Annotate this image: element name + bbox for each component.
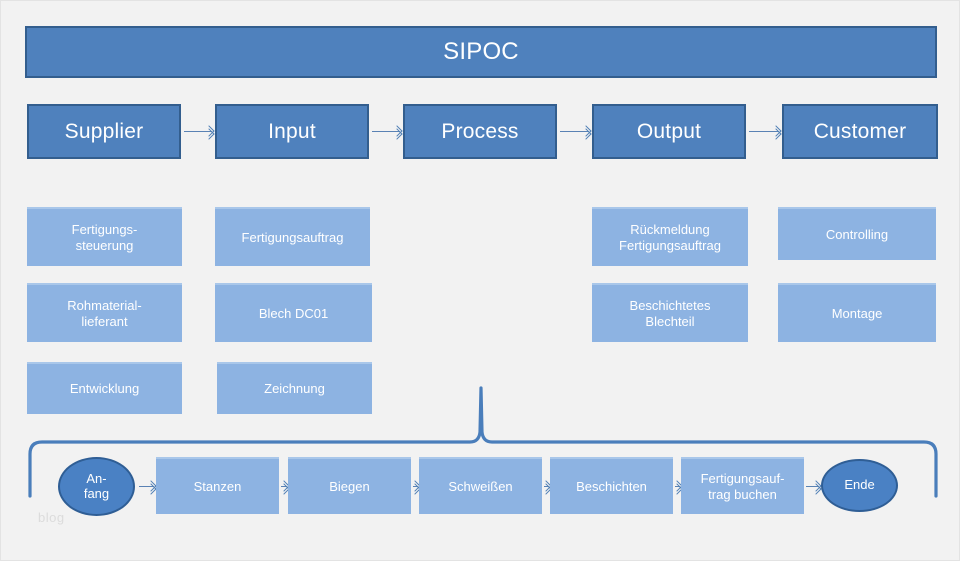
arrow-step5-to-end [806, 486, 819, 487]
flow-step-1[interactable]: Stanzen [156, 457, 279, 514]
input-item-1-label: Fertigungsauftrag [241, 229, 344, 245]
input-item-1[interactable]: Fertigungsauftrag [215, 207, 370, 266]
flow-step-4-label: Beschichten [576, 478, 647, 494]
flow-step-4[interactable]: Beschichten [550, 457, 673, 514]
supplier-item-3-label: Entwicklung [69, 381, 140, 397]
flow-end-label: Ende [844, 477, 875, 493]
arrow-output-to-customer [749, 131, 779, 132]
customer-item-2-label: Montage [831, 305, 883, 321]
customer-item-1[interactable]: Controlling [778, 207, 936, 260]
arrow-start-to-step1 [139, 486, 154, 487]
input-item-3[interactable]: Zeichnung [217, 362, 372, 414]
header-input[interactable]: Input [215, 104, 369, 159]
supplier-item-1-label: Fertigungs-steuerung [71, 222, 138, 253]
arrow-input-to-process [372, 131, 400, 132]
flow-end-node[interactable]: Ende [821, 459, 898, 512]
input-item-3-label: Zeichnung [264, 381, 325, 397]
flow-start-node[interactable]: An-fang [58, 457, 135, 516]
arrow-step2-to-step3 [413, 486, 418, 487]
flow-start-label: An-fang [83, 470, 110, 501]
customer-item-2[interactable]: Montage [778, 283, 936, 342]
header-supplier[interactable]: Supplier [27, 104, 181, 159]
arrow-step4-to-step5 [675, 486, 680, 487]
sipoc-banner: SIPOC [25, 26, 937, 78]
flow-step-2[interactable]: Biegen [288, 457, 411, 514]
blog-watermark: blog [38, 510, 65, 525]
flow-step-2-label: Biegen [329, 478, 370, 494]
flow-step-3-label: Schweißen [448, 478, 513, 494]
customer-item-1-label: Controlling [825, 226, 889, 242]
arrow-step3-to-step4 [544, 486, 549, 487]
input-item-2[interactable]: Blech DC01 [215, 283, 372, 342]
header-customer[interactable]: Customer [782, 104, 938, 159]
supplier-item-3[interactable]: Entwicklung [27, 362, 182, 414]
supplier-item-2-label: Rohmaterial-lieferant [67, 298, 142, 329]
arrow-process-to-output [560, 131, 589, 132]
flow-step-5-label: Fertigungsauf-trag buchen [700, 471, 785, 502]
input-item-2-label: Blech DC01 [258, 305, 329, 321]
arrow-step1-to-step2 [281, 486, 287, 487]
flow-step-3[interactable]: Schweißen [419, 457, 542, 514]
header-process[interactable]: Process [403, 104, 557, 159]
supplier-item-2[interactable]: Rohmaterial-lieferant [27, 283, 182, 342]
supplier-item-1[interactable]: Fertigungs-steuerung [27, 207, 182, 266]
flow-step-5[interactable]: Fertigungsauf-trag buchen [681, 457, 804, 514]
header-output[interactable]: Output [592, 104, 746, 159]
arrow-supplier-to-input [184, 131, 212, 132]
flow-step-1-label: Stanzen [193, 478, 242, 494]
